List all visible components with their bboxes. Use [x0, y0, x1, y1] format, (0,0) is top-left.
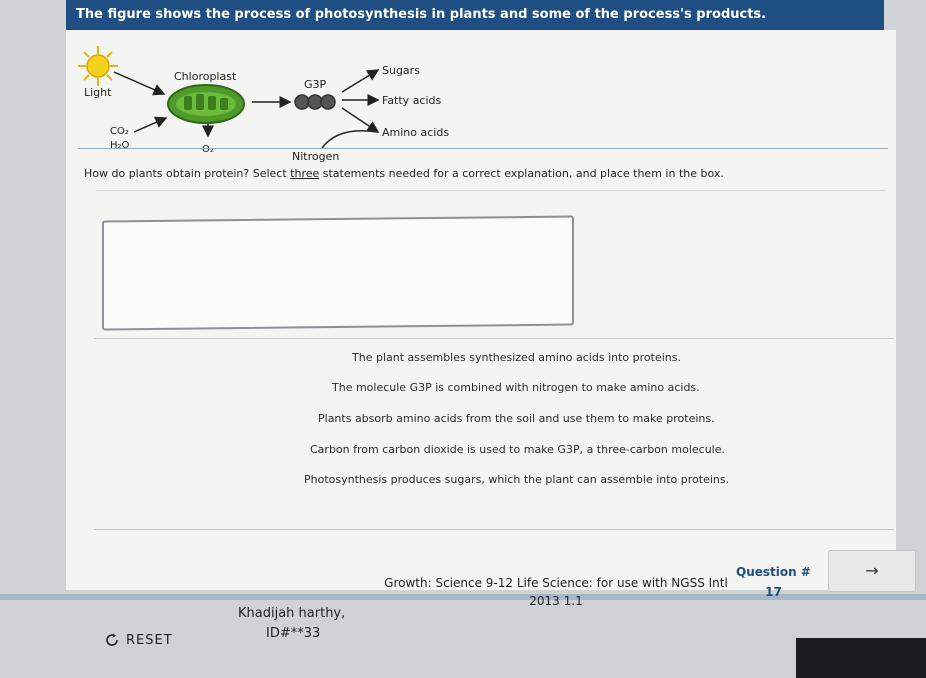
question-number: Question # 17 — [736, 562, 811, 602]
arrow-right-icon: → — [865, 561, 879, 580]
figure-divider — [78, 148, 888, 149]
student-id: ID#**33 — [266, 626, 321, 641]
footer-divider — [0, 594, 926, 600]
light-label: Light — [84, 86, 112, 99]
o2-label: O₂ — [202, 144, 214, 155]
student-name: Khadijah harthy, — [238, 606, 346, 621]
screen-bezel — [796, 638, 926, 678]
option-4[interactable]: Carbon from carbon dioxide is used to ma… — [310, 443, 725, 456]
co2-label: CO₂ — [110, 126, 129, 137]
question-number-label: Question # — [736, 565, 811, 579]
book-title: Growth: Science 9-12 Life Science: for u… — [384, 576, 728, 608]
next-button[interactable]: → — [828, 550, 916, 592]
reset-icon — [106, 633, 118, 646]
question-emphasis: three — [290, 167, 320, 180]
answer-zone — [96, 190, 886, 331]
nitrogen-label: Nitrogen — [292, 150, 339, 163]
question-number-value: 17 — [765, 585, 782, 599]
photosynthesis-figure: Light Chloroplast CO₂ H₂O O₂ G3P — [78, 46, 449, 163]
question-panel: Light Chloroplast CO₂ H₂O O₂ G3P — [66, 30, 896, 590]
g3p-molecule-icon — [294, 94, 336, 110]
question-text: How do plants obtain protein? Select thr… — [84, 167, 724, 180]
product-fatty-acids: Fatty acids — [382, 94, 442, 107]
header-title: The figure shows the process of photosyn… — [76, 7, 767, 22]
chloroplast-label: Chloroplast — [174, 70, 237, 83]
sun-icon — [78, 46, 118, 86]
option-5[interactable]: Photosynthesis produces sugars, which th… — [304, 473, 730, 486]
option-1[interactable]: The plant assembles synthesized amino ac… — [352, 351, 681, 364]
option-3[interactable]: Plants absorb amino acids from the soil … — [318, 412, 715, 425]
chloroplast-icon — [167, 84, 245, 124]
product-sugars: Sugars — [382, 64, 420, 77]
reset-label: RESET — [126, 632, 173, 648]
h2o-label: H₂O — [110, 140, 130, 151]
answer-drop-box[interactable] — [102, 215, 574, 331]
option-2[interactable]: The molecule G3P is combined with nitrog… — [332, 381, 700, 394]
student-info: Khadijah harthy, ID#**33 — [238, 604, 345, 644]
question-header: The figure shows the process of photosyn… — [66, 0, 884, 30]
reset-button[interactable]: RESET — [104, 632, 173, 648]
g3p-label: G3P — [304, 78, 327, 91]
options-list: The plant assembles synthesized amino ac… — [94, 338, 894, 530]
product-amino-acids: Amino acids — [382, 126, 449, 139]
